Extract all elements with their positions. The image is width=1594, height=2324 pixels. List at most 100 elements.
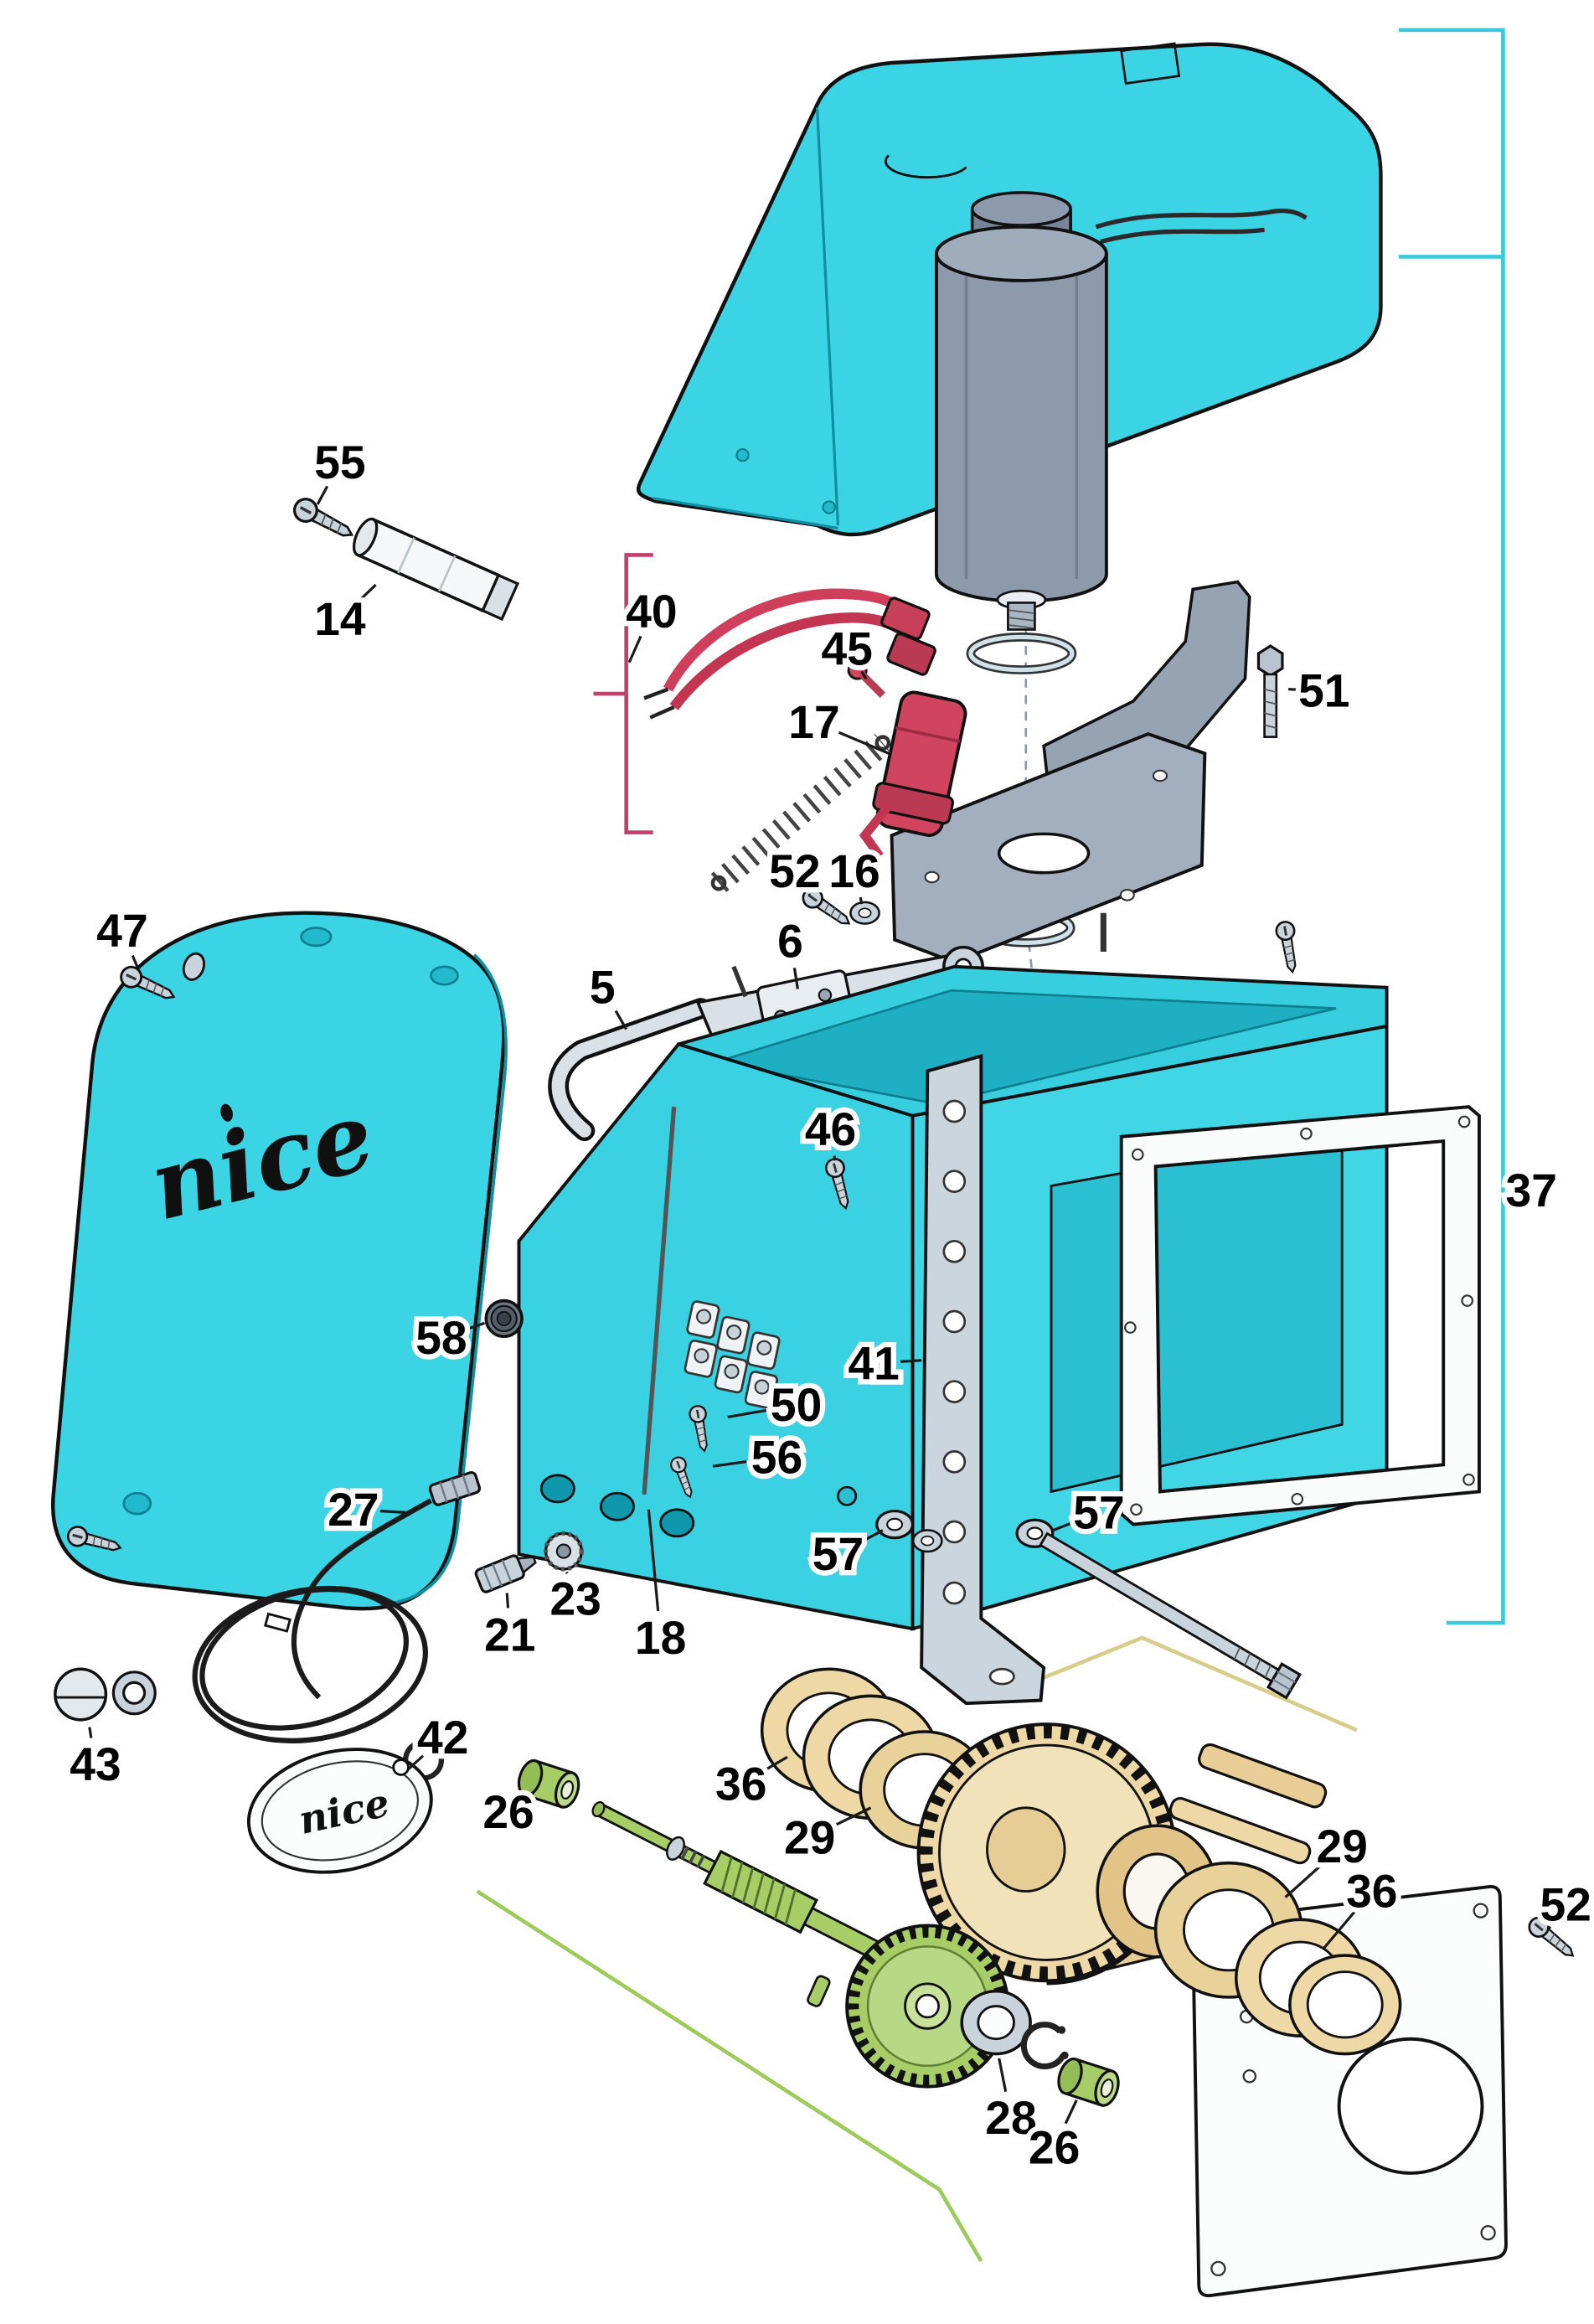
bracket-hole	[942, 1520, 967, 1544]
gasket-hole	[1124, 1321, 1137, 1334]
callout-label-14: 14	[314, 593, 366, 645]
callout-label-55: 55	[314, 436, 365, 488]
motor-body	[934, 253, 1108, 603]
ring-36-right-b	[1288, 1954, 1402, 2056]
side-cover-hole	[300, 927, 333, 948]
terminal-block	[684, 1300, 781, 1409]
green-guide-line	[476, 1889, 983, 2263]
gasket-hole	[1461, 1294, 1473, 1307]
callout-label-36: 36	[715, 1758, 766, 1810]
callout-leader-16	[859, 896, 864, 905]
callout-leader-26	[529, 1791, 535, 1797]
gasket-hole	[1291, 1493, 1304, 1505]
callout-leader-29	[833, 1806, 872, 1827]
washer-16	[849, 901, 880, 925]
bracket-hole	[942, 1099, 967, 1123]
cover-front-crease	[815, 107, 840, 525]
gear-center	[986, 1806, 1066, 1893]
spring-hook	[710, 875, 727, 891]
gasket-hole	[1130, 1503, 1143, 1516]
spring-coils	[710, 733, 891, 892]
chassis-top-opening	[715, 989, 1337, 1105]
callout-label-26: 26	[1029, 2122, 1080, 2174]
cover-screw-hole	[822, 500, 836, 514]
cable-end-ferrule	[264, 1612, 291, 1633]
construction-lines	[476, 28, 1505, 2263]
callout-leader-36	[1323, 1910, 1356, 1950]
callout-leader-57	[1052, 1521, 1075, 1532]
green-gear-bore	[915, 1993, 940, 2019]
callout-label-57: 57	[1073, 1486, 1124, 1538]
bolt-57	[1039, 1531, 1303, 1700]
callout-leader-43	[88, 1727, 93, 1738]
callout-leader-52	[1546, 1925, 1552, 1931]
plate-corner-hole	[1210, 2260, 1226, 2277]
callout-label-56: 56	[751, 1431, 802, 1483]
pivot-pin	[731, 965, 748, 998]
release-rod-18	[642, 1106, 677, 1495]
callout-leader-21	[505, 1593, 510, 1609]
callout-leader-27	[379, 1510, 406, 1514]
motor-top-cap	[970, 191, 1072, 227]
callout-leader-29	[1284, 1863, 1323, 1898]
callout-leader-5	[614, 1010, 628, 1030]
callout-label-52: 52	[1540, 1879, 1591, 1931]
chassis	[517, 964, 1389, 1631]
circlip	[1020, 2022, 1069, 2070]
l-bracket-41	[920, 1054, 1046, 1706]
screw-55	[289, 493, 359, 546]
callout-label-21: 21	[484, 1609, 535, 1660]
plate-corner-hole	[1473, 1903, 1488, 1919]
washer-57-left-2	[911, 1529, 943, 1553]
handle-tube	[551, 1001, 708, 1138]
callout-leader-42	[407, 1754, 425, 1770]
callout-label-6: 6	[777, 916, 803, 968]
callout-label-27: 27	[328, 1484, 379, 1536]
callout-label-5: 5	[590, 962, 616, 1014]
gasket-hole	[1457, 1115, 1471, 1128]
motor-top-face	[934, 225, 1108, 282]
capacitor	[872, 690, 967, 837]
khaki-guide-line	[1031, 1635, 1358, 1733]
logo-accent-dot	[220, 1103, 233, 1122]
bracket-hole	[942, 1450, 967, 1474]
side-cover-hole	[430, 965, 459, 986]
callout-label-45: 45	[821, 623, 872, 675]
callout-label-57: 57	[812, 1528, 864, 1580]
screw-and-tube	[289, 493, 520, 622]
main-gear	[916, 1722, 1219, 1986]
bearing-28	[960, 1989, 1032, 2056]
callout-leader-52	[807, 893, 811, 896]
callout-leader-45	[860, 670, 868, 680]
callout-leader-14	[358, 583, 377, 602]
shaft-key	[807, 1975, 831, 2007]
shaft-washer	[666, 1836, 685, 1861]
tan-bar-1	[1198, 1743, 1328, 1809]
plate-corner-hole	[1480, 2224, 1496, 2241]
callout-label-42: 42	[417, 1712, 468, 1764]
bracket-hole	[942, 1240, 967, 1263]
callout-label-51: 51	[1298, 664, 1349, 716]
capacitor-strap	[859, 803, 893, 860]
top-screw	[1273, 919, 1303, 975]
callout-leader-6	[792, 967, 799, 989]
bracket-hole	[942, 1581, 967, 1605]
callout-leader-36	[763, 1755, 788, 1772]
chassis-front-hole	[539, 1474, 575, 1504]
callout-leader-58	[466, 1321, 486, 1331]
knurled-nut-23	[543, 1531, 584, 1572]
plate-hole	[1242, 2068, 1257, 2084]
grommet-58	[484, 1299, 524, 1339]
callout-label-41: 41	[848, 1337, 899, 1389]
callout-label-36: 36	[1346, 1866, 1397, 1918]
motor-cable	[1095, 208, 1308, 230]
callout-label-40: 40	[626, 586, 677, 638]
plate-hole	[924, 870, 940, 884]
tube-14	[352, 517, 520, 622]
wire-tip	[643, 687, 669, 700]
callout-leader-46	[833, 1155, 837, 1161]
bushing-26-b	[1053, 2054, 1124, 2110]
